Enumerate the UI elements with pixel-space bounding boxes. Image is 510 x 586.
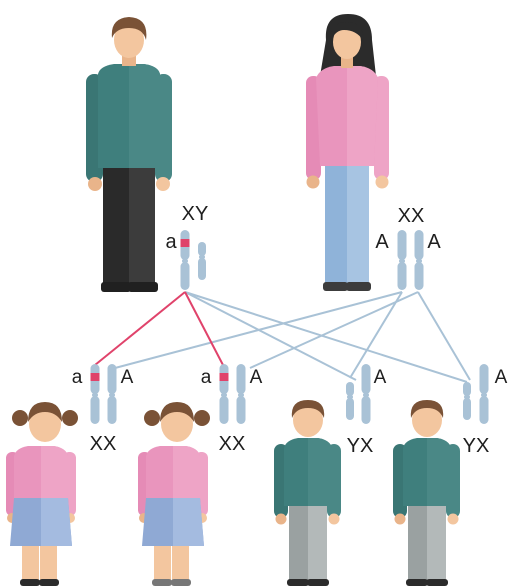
mutant-lines xyxy=(94,291,224,366)
son-figure-1 xyxy=(274,400,341,586)
child3-allele-right: A xyxy=(374,367,387,388)
mother-x-chromosome-left xyxy=(397,230,407,290)
child3-chromosomes: A YX xyxy=(346,364,387,457)
child1-allele-left: a xyxy=(72,367,83,388)
mother-allele-right: A xyxy=(427,231,441,253)
mother-allele-left: A xyxy=(375,231,389,253)
mutant-band xyxy=(180,239,190,247)
child3-x-chromosome xyxy=(361,364,371,424)
daughter-figure-1 xyxy=(6,402,78,586)
daughter-figure-2 xyxy=(138,402,210,586)
child2-x-mutant xyxy=(219,364,229,424)
child1-x-normal xyxy=(107,364,117,424)
normal-lines xyxy=(114,291,471,383)
mother-x-chromosome-right xyxy=(414,230,424,290)
child3-genotype: YX xyxy=(347,435,374,457)
father-x-chromosome xyxy=(180,230,190,290)
father-allele-label: a xyxy=(165,231,177,253)
father-y-chromosome xyxy=(198,242,206,280)
mother-genotype-label: XX xyxy=(398,205,425,227)
child3-y-chromosome xyxy=(346,382,354,420)
child4-y-chromosome xyxy=(463,382,471,420)
child4-chromosomes: A YX xyxy=(463,364,508,457)
child2-genotype: XX xyxy=(219,433,246,455)
child2-chromosomes: a A XX xyxy=(201,364,263,455)
child2-allele-left: a xyxy=(201,367,212,388)
child4-allele-right: A xyxy=(495,367,508,388)
child1-genotype: XX xyxy=(90,433,117,455)
child1-x-mutant xyxy=(90,364,100,424)
son-figure-2 xyxy=(393,400,460,586)
inheritance-lines xyxy=(94,291,471,383)
child2-x-normal xyxy=(236,364,246,424)
child1-chromosomes: a A XX xyxy=(72,364,134,455)
child4-x-chromosome xyxy=(479,364,489,424)
child4-genotype: YX xyxy=(463,435,490,457)
mother-figure xyxy=(306,14,389,291)
father-chromosomes: XY a xyxy=(165,203,208,290)
mother-chromosomes: XX A A xyxy=(375,205,441,290)
child1-allele-right: A xyxy=(121,367,134,388)
father-genotype-label: XY xyxy=(182,203,209,225)
child2-allele-right: A xyxy=(250,367,263,388)
father-figure xyxy=(86,17,172,292)
